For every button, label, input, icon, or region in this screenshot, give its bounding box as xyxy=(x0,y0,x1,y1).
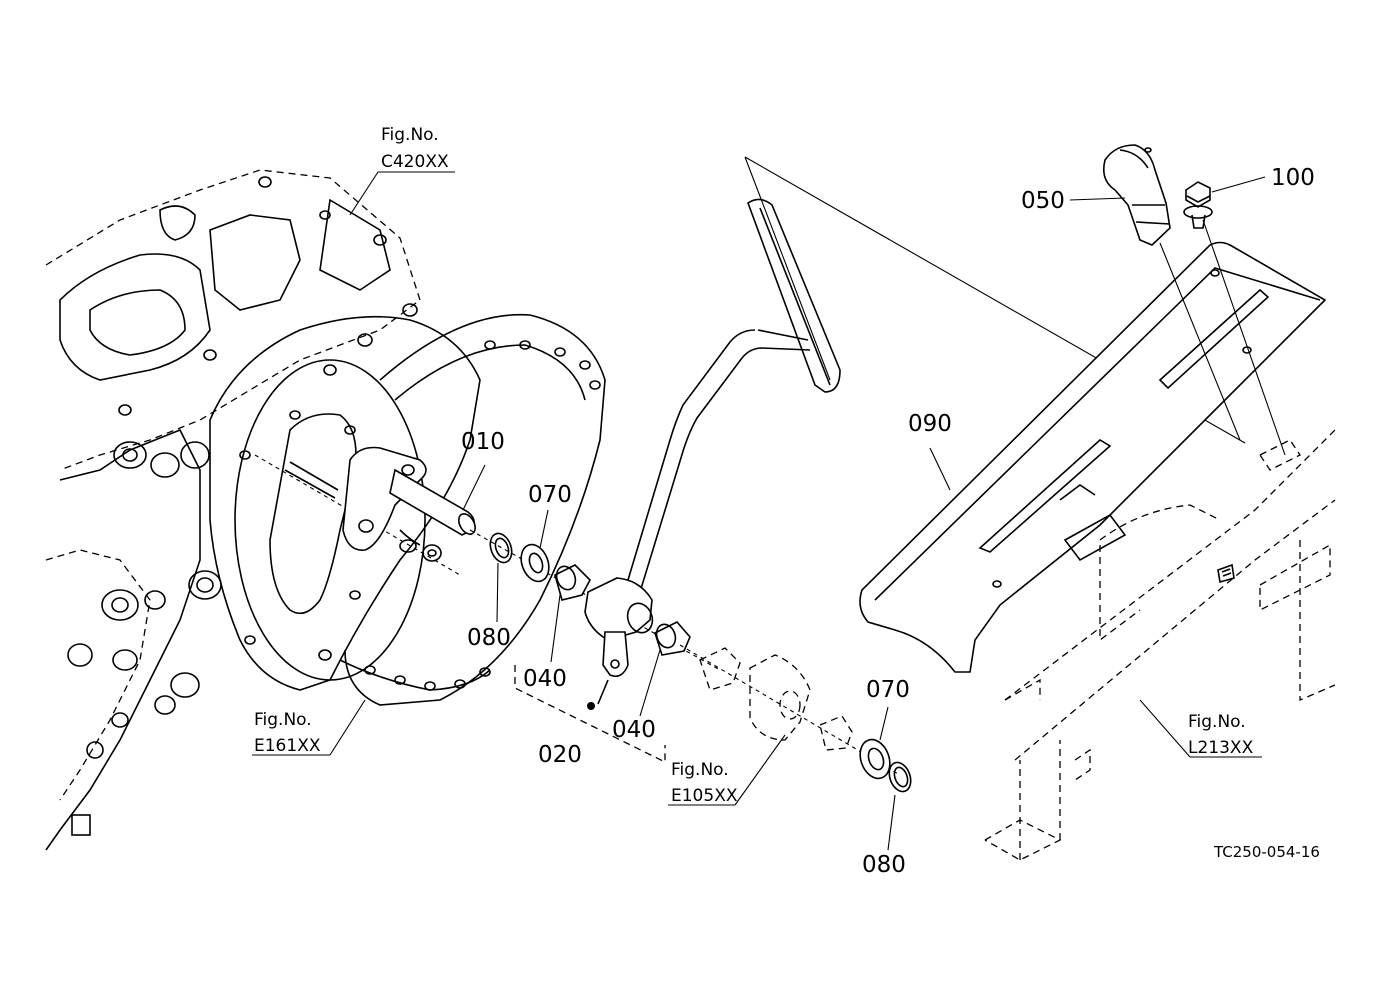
fig-ref-l213-title: Fig.No. xyxy=(1188,712,1246,732)
fig-ref-e105-code: E105XX xyxy=(671,786,738,806)
linkage-e105 xyxy=(679,644,912,793)
part-label-040-left: 040 xyxy=(523,666,567,692)
bolt-100 xyxy=(1183,181,1286,456)
part-label-080-right: 080 xyxy=(862,852,906,878)
part-label-020: 020 xyxy=(538,742,582,768)
part-label-070-right: 070 xyxy=(866,677,910,703)
part-label-070-left: 070 xyxy=(528,482,572,508)
fig-ref-e161-code: E161XX xyxy=(254,736,321,756)
fig-ref-c420-title: Fig.No. xyxy=(381,125,439,145)
clutch-housing xyxy=(209,313,606,706)
part-label-090: 090 xyxy=(908,411,952,437)
part-label-100: 100 xyxy=(1271,165,1315,191)
pedal-pad-050 xyxy=(1102,144,1241,441)
frame-l213 xyxy=(984,429,1336,861)
fig-ref-l213-code: L213XX xyxy=(1188,738,1254,758)
rings-left xyxy=(469,529,721,671)
fig-ref-e161-title: Fig.No. xyxy=(254,710,312,730)
pedal-shaft-010 xyxy=(254,446,476,576)
part-label-010: 010 xyxy=(461,429,505,455)
fig-ref-c420-code: C420XX xyxy=(381,152,449,172)
part-label-080-left: 080 xyxy=(467,625,511,651)
part-label-040-right: 040 xyxy=(612,717,656,743)
floor-plate-090 xyxy=(744,156,1327,673)
fig-ref-e105-title: Fig.No. xyxy=(671,760,729,780)
leader-lines xyxy=(252,171,1266,851)
drawing-code: TC250-054-16 xyxy=(1213,843,1320,861)
clutch-pedal-020 xyxy=(584,198,841,710)
part-label-050: 050 xyxy=(1021,188,1065,214)
